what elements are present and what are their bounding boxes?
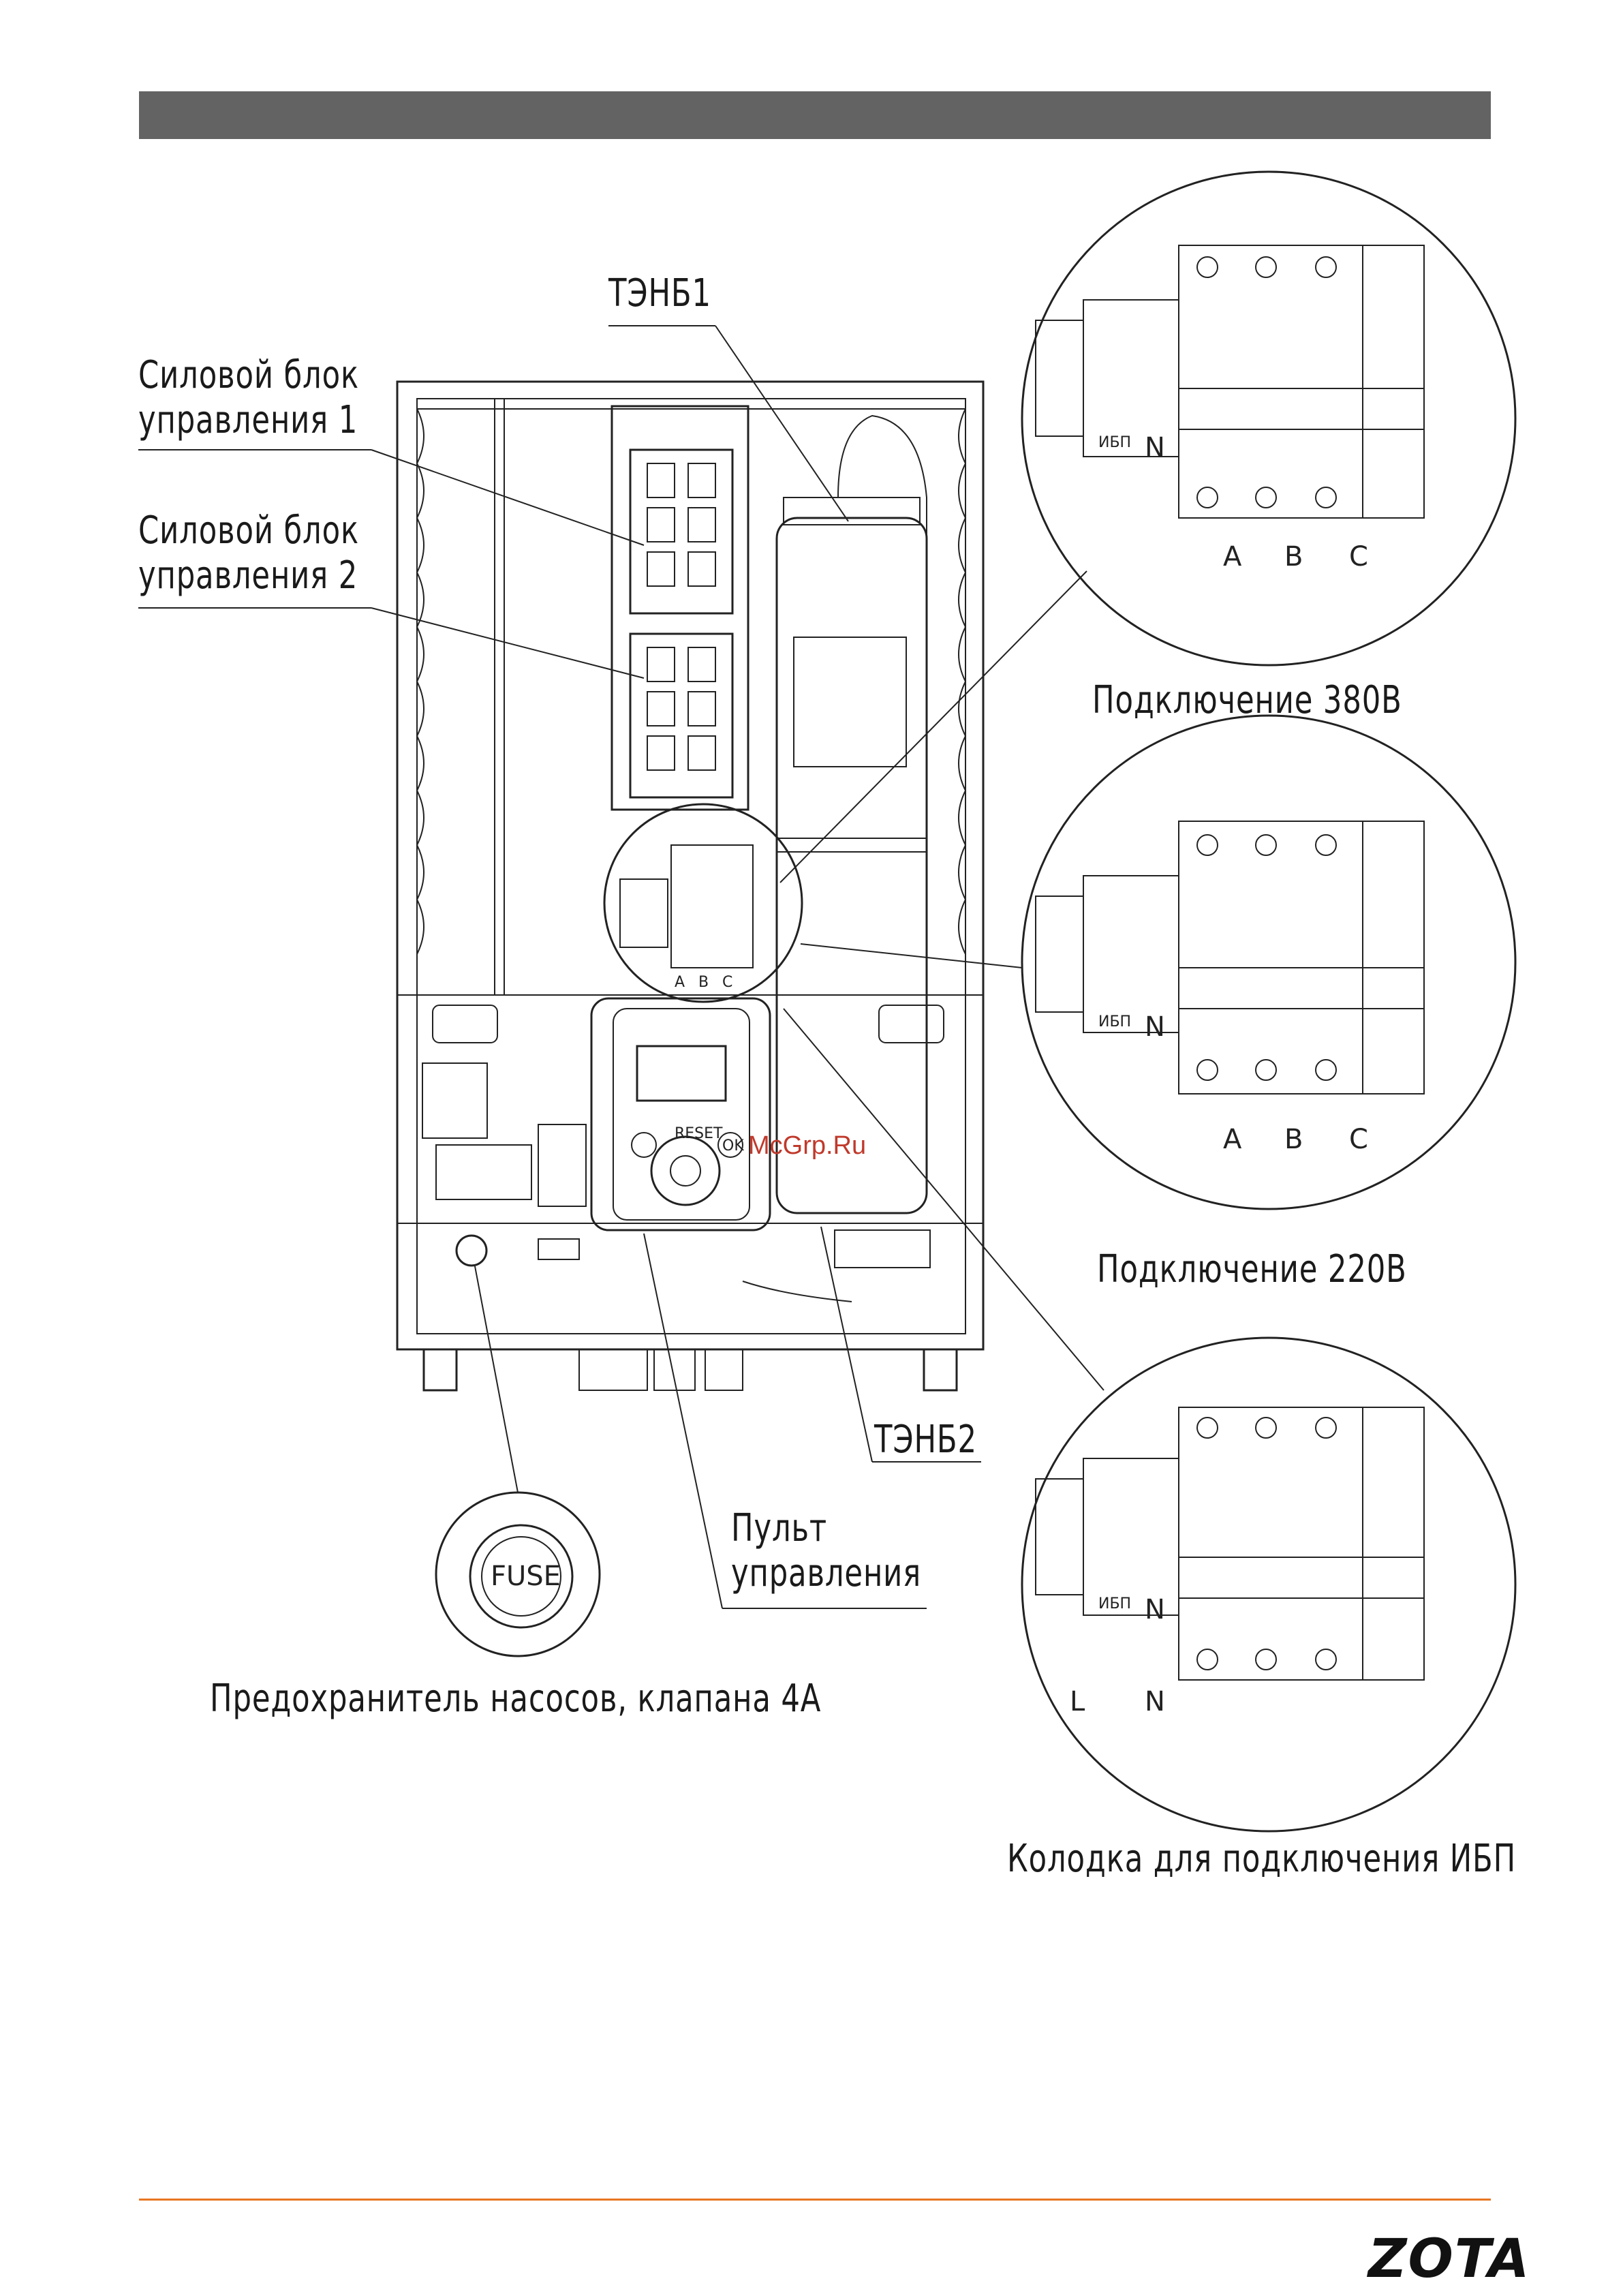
- svg-text:OK: OK: [722, 1137, 744, 1154]
- heating-tank-drawing: [777, 416, 927, 1213]
- zoom-220: A B C N ИБП: [801, 716, 1515, 1209]
- label-power-block-1: Силовой блок управления 1: [138, 353, 359, 443]
- zoomups-ups: ИБП: [1098, 1595, 1131, 1612]
- breaker-zoom-source: A B C: [604, 804, 802, 1002]
- zoom380-phase-a: A: [1223, 541, 1242, 572]
- zoom380-phase-c: C: [1349, 541, 1368, 572]
- zoom220-phase-b: B: [1284, 1124, 1303, 1155]
- label-tenb1: ТЭНБ1: [608, 271, 711, 316]
- svg-text:RESET: RESET: [675, 1125, 723, 1142]
- zoomups-neutral: N: [1145, 1686, 1165, 1717]
- svg-text:A: A: [675, 974, 685, 991]
- label-tenb2: ТЭНБ2: [874, 1418, 977, 1463]
- fuse-text: FUSE: [491, 1561, 561, 1592]
- zoomups-line: L: [1070, 1686, 1085, 1717]
- label-ups-block: Колодка для подключения ИБП: [1007, 1837, 1516, 1882]
- svg-text:B: B: [698, 974, 709, 991]
- fuse-detail: FUSE: [436, 1266, 600, 1656]
- zoom220-neutral: N: [1145, 1011, 1165, 1043]
- footer-line: [139, 2199, 1491, 2201]
- zoom380-ups: ИБП: [1098, 434, 1131, 451]
- zoom380-neutral: N: [1145, 432, 1165, 463]
- zoom220-phase-a: A: [1223, 1124, 1242, 1155]
- control-panel-drawing: RESET OK: [591, 998, 770, 1230]
- zoom380-phase-b: B: [1284, 541, 1303, 572]
- label-fuse-caption: Предохранитель насосов, клапана 4А: [210, 1677, 821, 1721]
- zoom-380: A B C N ИБП: [780, 172, 1515, 883]
- label-connection-380: Подключение 380В: [1092, 678, 1402, 723]
- label-power-block-2: Силовой блок управления 2: [138, 508, 359, 598]
- label-control-panel: Пульт управления: [731, 1506, 921, 1596]
- power-block-2-drawing: [630, 634, 732, 797]
- zota-logo: ZOTA: [1368, 2229, 1530, 2290]
- zoom220-ups: ИБП: [1098, 1013, 1131, 1030]
- svg-text:C: C: [722, 974, 732, 991]
- watermark: McGrp.Ru: [748, 1131, 866, 1161]
- zoomups-neutral-top: N: [1145, 1594, 1165, 1625]
- label-connection-220: Подключение 220В: [1097, 1247, 1407, 1292]
- zoom220-phase-c: C: [1349, 1124, 1368, 1155]
